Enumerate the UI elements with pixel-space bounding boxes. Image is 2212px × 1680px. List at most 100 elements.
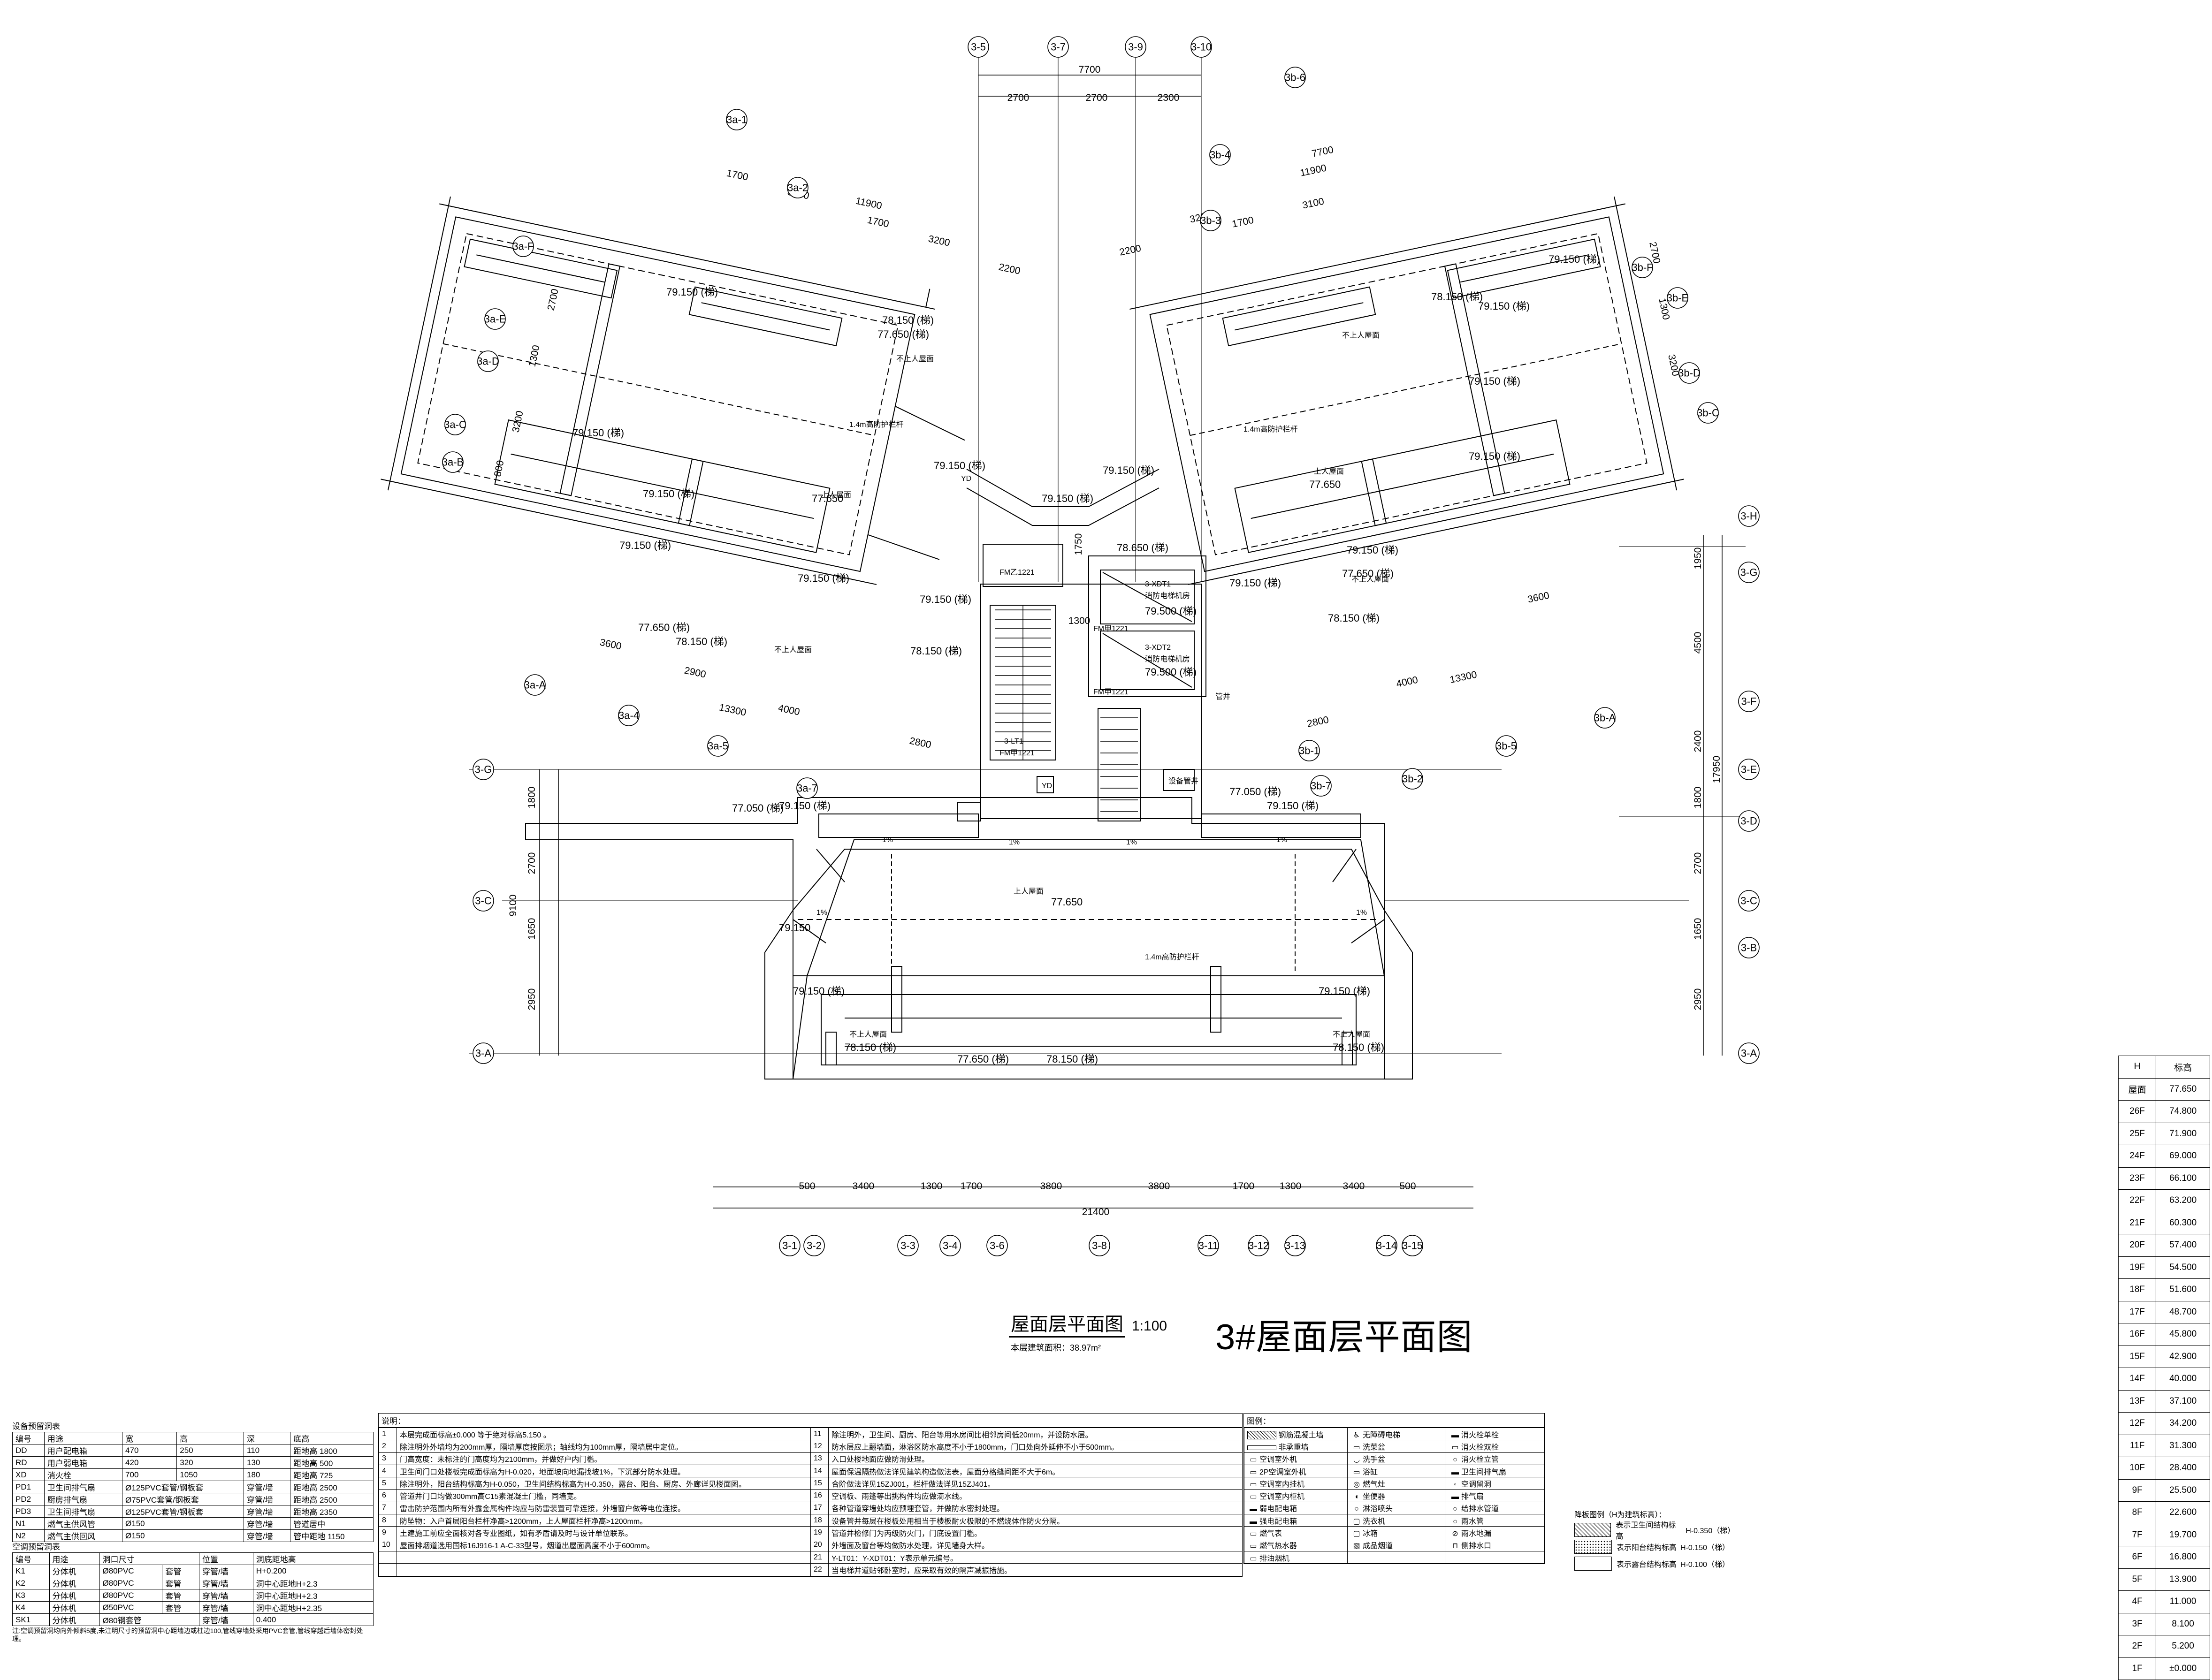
table-cell: 37.100 [2156, 1390, 2210, 1413]
table-cell: 0.400 [252, 1613, 374, 1626]
table-cell: 110 [243, 1444, 291, 1457]
note-number: 16 [810, 1489, 829, 1502]
dim-top-total: 7700 [1079, 64, 1101, 75]
axis-wl-6: 3a-C [444, 419, 466, 431]
table-cell: 16.800 [2156, 1546, 2210, 1569]
dim-left-4: 2950 [526, 988, 537, 1011]
wall-hatch-icon [1247, 1431, 1276, 1440]
level-lb-8: 78.150 (梯) [1333, 1041, 1384, 1053]
note-number: 6 [379, 1489, 397, 1502]
table-cell: Ø80PVC [99, 1565, 163, 1577]
toilet-icon: ◖ [1354, 1493, 1359, 1501]
ac-wall-icon: ▭ [1250, 1480, 1257, 1489]
plan-scale: 1:100 [1132, 1318, 1167, 1334]
hydrant-double-icon: ▭ [1451, 1443, 1459, 1452]
axis-right-5: 3-D [1740, 815, 1757, 827]
table-cell: 20F [2118, 1234, 2157, 1257]
table-cell: 15F [2118, 1345, 2157, 1368]
level-wl-2: 79.150 (梯) [643, 488, 694, 500]
legend-label: 排油烟机 [1259, 1554, 1290, 1563]
dim-left-2: 2700 [526, 852, 537, 874]
exhaust-fan-icon: ▬ [1451, 1468, 1459, 1476]
table-cell: 48.700 [2156, 1300, 2210, 1323]
level-wl-11: 79.150 (梯) [920, 593, 971, 605]
level-lb-2: 79.150 (梯) [1267, 800, 1319, 812]
ac-outdoor-icon: ▭ [1250, 1456, 1257, 1464]
table-cell: 管中距地 1150 [290, 1529, 374, 1542]
slope-3: 1% [1126, 838, 1137, 846]
note-number: 14 [810, 1464, 829, 1478]
table-row: ▭燃气表▢冰箱⊘雨水地漏 [1244, 1526, 1545, 1539]
dim-top-1: 2700 [1007, 92, 1030, 103]
axis-bottom-5: 3-6 [990, 1240, 1005, 1252]
level-lb-9: 77.650 (梯) [957, 1053, 1009, 1065]
fridge-icon: ▢ [1353, 1530, 1360, 1538]
table-cell: 700 [122, 1468, 177, 1481]
table-cell: 穿管/墙 [198, 1601, 253, 1614]
table-cell: Ø150 [122, 1517, 244, 1530]
table-cell: 距地高 2500 [290, 1481, 374, 1493]
level-wl-12: 78.150 (梯) [910, 645, 962, 657]
dim-left-total: 9100 [508, 895, 519, 917]
note-text: 雷击防护范围内所有外露金属构件均应与防雷装置可靠连接，外墙窗户做等电位连接。 [397, 1501, 811, 1515]
level-lb-6: 79.150 (梯) [1319, 985, 1370, 997]
axis-left-3: 3-C [475, 895, 492, 907]
notes-title: 说明： [379, 1414, 1242, 1428]
level-elev-2: 79.500 (梯) [1145, 666, 1197, 678]
legend-label: 洗菜盆 [1363, 1443, 1386, 1452]
drain-legend-value: H-0.150（梯） [1680, 1544, 1730, 1552]
table-cell: 13F [2118, 1390, 2157, 1413]
dim-bottom-8: 1300 [1280, 1181, 1302, 1192]
mech-label: 管井 [1215, 692, 1230, 701]
level-wr-4: 79.150 (梯) [1469, 375, 1520, 387]
note-text: 入口处楼地面应做防滑处理。 [828, 1452, 1243, 1465]
table-row: ▭空调室内柜机◖坐便器▬排气扇 [1244, 1489, 1545, 1502]
axis-left-5: 3-A [475, 1048, 492, 1059]
dim-wr-3: 11900 [1299, 162, 1327, 178]
dim-core-1: 1300 [1068, 616, 1091, 626]
level-wr-6: 77.650 [1309, 479, 1341, 490]
level-wr-3: 79.150 (梯) [1478, 300, 1530, 312]
legend-label: 浴缸 [1363, 1468, 1378, 1476]
stair-door: FM甲1221 [999, 749, 1035, 757]
table-cell: 洞中心距地H+2.3 [252, 1577, 374, 1589]
note-text: Y-LT01：Y-XDT01：Y表示单元编号。 [828, 1551, 1243, 1564]
axis-bottom-10: 3-14 [1376, 1240, 1397, 1252]
dim-bottom-9: 3400 [1343, 1181, 1365, 1192]
legend-label: 空调室内挂机 [1259, 1480, 1305, 1489]
axis-right-6: 3-C [1740, 895, 1757, 907]
note-text: 除注明外，卫生间、厨房、阳台等用水房间比相邻房间低20mm，并设防水层。 [828, 1427, 1243, 1441]
table-cell: 穿管/墙 [243, 1529, 291, 1542]
table-cell: 分体机 [49, 1613, 100, 1626]
hatch-icon [1574, 1523, 1611, 1537]
table-cell: 用户弱电箱 [44, 1456, 123, 1469]
table-cell: Ø125PVC套管/钢板套 [122, 1505, 244, 1518]
gas-meter-icon: ▭ [1250, 1530, 1257, 1538]
legend-label: 强电配电箱 [1259, 1517, 1297, 1526]
table-cell: 25F [2118, 1122, 2157, 1145]
note-text: 除注明外，阳台结构标高为H-0.050，卫生间结构标高为H-0.350，露台、阳… [397, 1477, 811, 1490]
axis-bottom-9: 3-13 [1285, 1240, 1305, 1252]
room-no-wr-1: 不上人屋面 [1342, 331, 1380, 340]
table-cell: 250 [176, 1444, 244, 1457]
table-cell: Ø80PVC [99, 1577, 163, 1589]
legend-label: 燃气灶 [1363, 1480, 1386, 1489]
legend-label: 给排水管道 [1461, 1505, 1499, 1513]
core-door: FM乙1221 [999, 569, 1035, 577]
axis-wl-5: 3a-D [477, 356, 499, 367]
table-cell: PD1 [12, 1481, 45, 1493]
table-cell: 63.200 [2156, 1189, 2210, 1212]
room-no-lb-1: 不上人屋面 [849, 1030, 887, 1039]
